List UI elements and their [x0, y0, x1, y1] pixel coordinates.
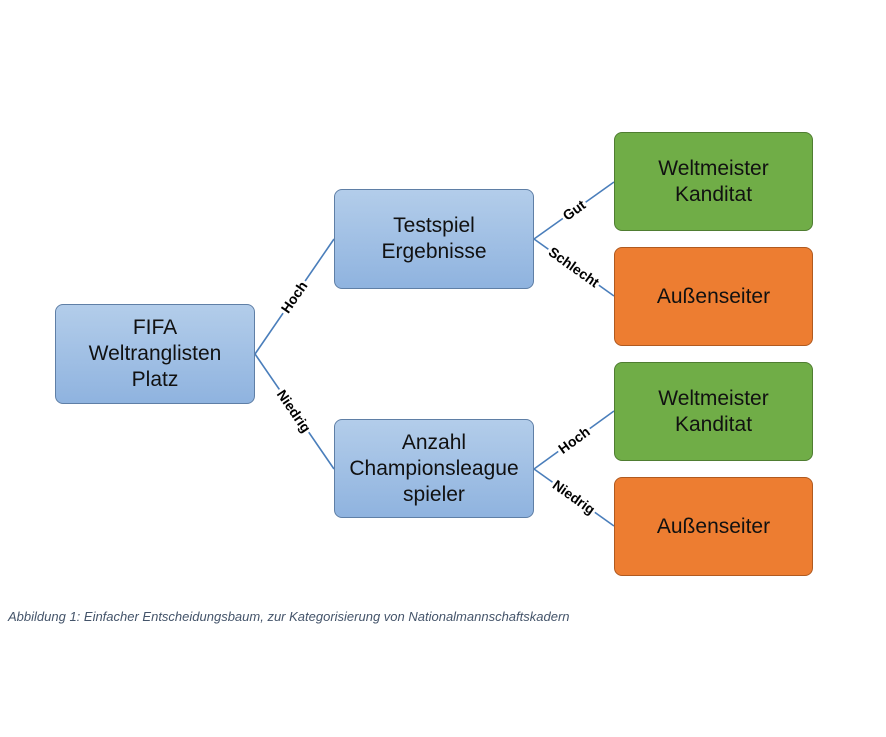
leaf-underdog-1: Außenseiter [614, 247, 813, 346]
leaf-world-champion-candidate-1: Weltmeister Kanditat [614, 132, 813, 231]
leaf-underdog-2: Außenseiter [614, 477, 813, 576]
leaf-world-champion-candidate-2: Weltmeister Kanditat [614, 362, 813, 461]
figure-caption: Abbildung 1: Einfacher Entscheidungsbaum… [8, 609, 570, 624]
node-test-results: Testspiel Ergebnisse [334, 189, 534, 289]
node-fifa-ranking: FIFA Weltranglisten Platz [55, 304, 255, 404]
node-champions-league-players: Anzahl Championsleague spieler [334, 419, 534, 518]
